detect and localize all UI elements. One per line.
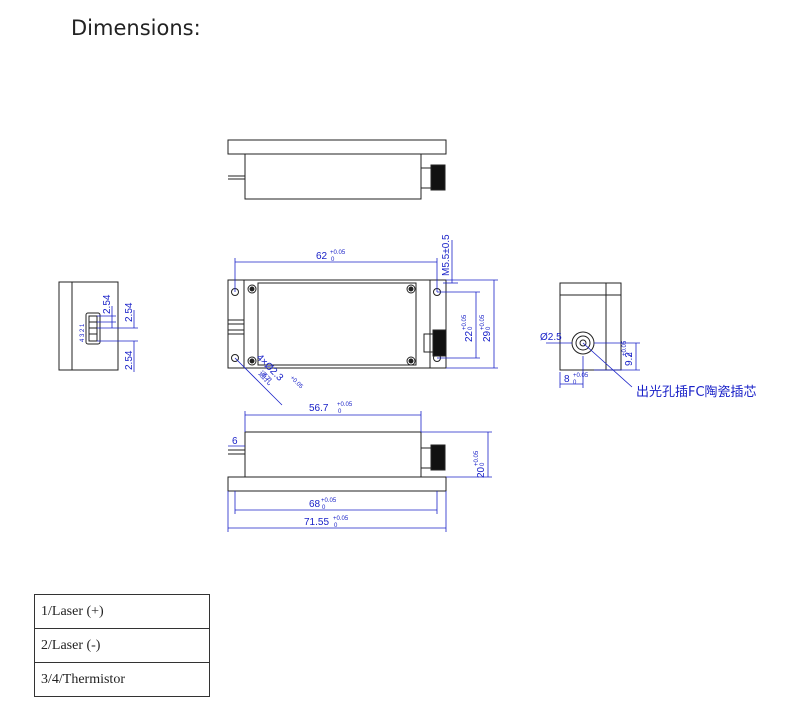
dim-56-7: 56.7: [309, 403, 329, 414]
dim-pin-pitch-a: 2.54: [102, 294, 113, 314]
svg-text:+0.05: +0.05: [480, 314, 486, 330]
table-row: 2/Laser (-): [34, 628, 210, 663]
svg-text:0: 0: [338, 409, 342, 415]
svg-text:+0.05: +0.05: [622, 340, 628, 356]
svg-text:0: 0: [486, 326, 492, 330]
svg-text:+0.05: +0.05: [573, 373, 589, 379]
dim-9-2: 9.2: [624, 352, 635, 366]
svg-text:0: 0: [334, 523, 338, 529]
dim-8: 8: [564, 374, 570, 385]
table-row: 3/4/Thermistor: [34, 662, 210, 697]
pin-1-cell: 1/Laser (+): [34, 594, 210, 629]
svg-text:+0.05: +0.05: [474, 450, 480, 466]
dim-71-55: 71.55: [304, 517, 329, 528]
dim-29: 29: [482, 330, 493, 342]
pin-definition-table: 1/Laser (+) 2/Laser (-) 3/4/Thermistor: [34, 594, 210, 697]
svg-text:+0.05: +0.05: [321, 498, 337, 504]
dimension-labels: 62 +0.05 0 M5.5±0.5 22 +0.05 0 29 +0.05 …: [80, 234, 757, 529]
svg-text:0: 0: [480, 462, 486, 466]
svg-text:+0.05: +0.05: [337, 402, 353, 408]
dim-20: 20: [476, 466, 487, 478]
pin-3-4-cell: 3/4/Thermistor: [34, 662, 210, 697]
dim-pin-pitch-c: 2.54: [124, 350, 135, 370]
page-title: Dimensions:: [71, 16, 201, 40]
svg-text:0: 0: [573, 380, 577, 386]
dim-22: 22: [464, 330, 475, 342]
pin-2-cell: 2/Laser (-): [34, 628, 210, 663]
dim-pin-pitch-b: 2.54: [124, 302, 135, 322]
svg-text:+0.05: +0.05: [462, 314, 468, 330]
top-side-view: [227, 139, 447, 200]
left-end-view: [58, 281, 119, 371]
svg-text:+0.05: +0.05: [330, 250, 346, 256]
bottom-side-view: [227, 431, 447, 492]
dim-dia-2-5: Ø2.5: [540, 332, 562, 343]
svg-text:0: 0: [322, 505, 326, 511]
dimension-lines: [97, 240, 640, 532]
svg-text:+0.05: +0.05: [333, 516, 349, 522]
table-row: 1/Laser (+): [34, 594, 210, 629]
pin-numbers: 4 3 2 1: [80, 323, 86, 342]
dim-6: 6: [232, 436, 238, 447]
dim-68: 68: [309, 499, 321, 510]
right-end-view: [559, 282, 622, 371]
dim-m5-5: M5.5±0.5: [441, 234, 452, 276]
svg-text:0: 0: [628, 352, 634, 356]
fc-ferrule-label: 出光孔插FC陶瓷插芯: [636, 384, 757, 400]
svg-text:0: 0: [468, 326, 474, 330]
svg-text:+0.05: +0.05: [289, 375, 304, 390]
mechanical-drawing: 62 +0.05 0 M5.5±0.5 22 +0.05 0 29 +0.05 …: [58, 139, 757, 532]
dim-62: 62: [316, 251, 328, 262]
svg-text:0: 0: [331, 257, 335, 263]
